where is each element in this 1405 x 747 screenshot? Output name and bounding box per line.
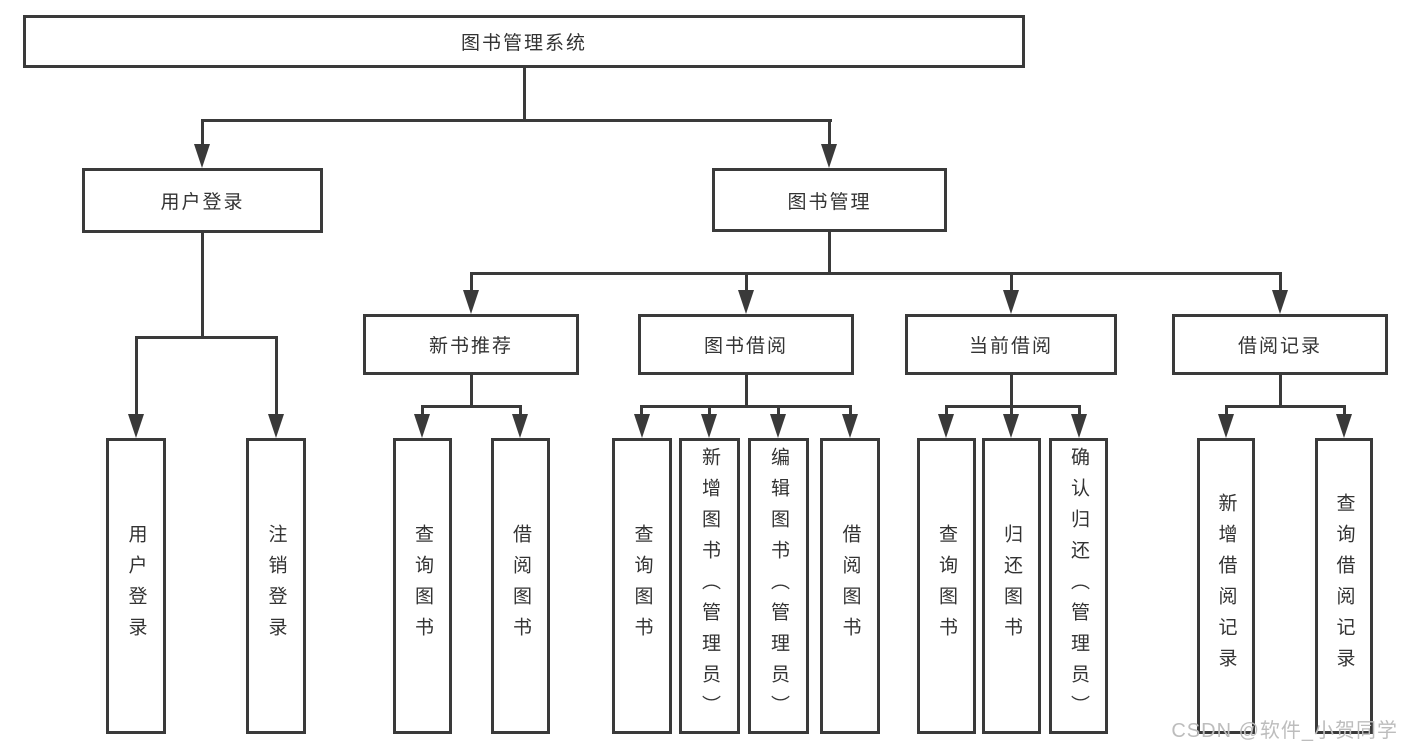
arrow-down-icon — [1071, 414, 1087, 438]
connector-line — [1078, 405, 1081, 418]
leaf-user-login: 用户登录 — [106, 438, 166, 734]
arrow-down-icon — [463, 290, 479, 314]
connector-line — [640, 405, 852, 408]
node-book-management: 图书管理 — [712, 168, 947, 232]
leaf-borrow-books-recommend: 借阅图书 — [491, 438, 550, 734]
connector-line — [519, 405, 522, 418]
node-user-login: 用户登录 — [82, 168, 323, 233]
connector-line — [945, 405, 1081, 408]
connector-line — [745, 272, 748, 292]
arrow-down-icon — [938, 414, 954, 438]
connector-line — [708, 405, 711, 418]
node-library-system: 图书管理系统 — [23, 15, 1025, 68]
node-book-borrowing: 图书借阅 — [638, 314, 854, 375]
arrow-down-icon — [414, 414, 430, 438]
arrow-down-icon — [634, 414, 650, 438]
connector-line — [201, 119, 204, 147]
leaf-return-books: 归还图书 — [982, 438, 1041, 734]
csdn-watermark: CSDN @软件_小贺同学 — [1171, 720, 1398, 742]
connector-line — [421, 405, 521, 408]
connector-line — [1010, 375, 1013, 408]
arrow-down-icon — [738, 290, 754, 314]
connector-line — [201, 233, 204, 339]
connector-line — [523, 68, 526, 122]
connector-line — [421, 405, 424, 418]
connector-line — [1010, 272, 1013, 292]
leaf-query-books-borrowing: 查询图书 — [612, 438, 672, 734]
connector-line — [1010, 405, 1013, 418]
leaf-confirm-return-admin: 确认归还（管理员） — [1049, 438, 1108, 734]
connector-line — [828, 232, 831, 275]
arrow-down-icon — [770, 414, 786, 438]
node-current-borrowing: 当前借阅 — [905, 314, 1117, 375]
leaf-add-borrow-record: 新增借阅记录 — [1197, 438, 1255, 734]
arrow-down-icon — [512, 414, 528, 438]
arrow-down-icon — [842, 414, 858, 438]
connector-line — [1343, 405, 1346, 418]
connector-line — [1225, 405, 1228, 418]
leaf-logout-login: 注销登录 — [246, 438, 306, 734]
connector-line — [1279, 375, 1282, 408]
connector-line — [201, 119, 832, 122]
arrow-down-icon — [1218, 414, 1234, 438]
node-borrowing-records: 借阅记录 — [1172, 314, 1388, 375]
connector-line — [745, 375, 748, 408]
connector-line — [640, 405, 643, 418]
arrow-down-icon — [268, 414, 284, 438]
connector-line — [470, 375, 473, 408]
connector-line — [1225, 405, 1345, 408]
leaf-edit-books-admin: 编辑图书（管理员） — [748, 438, 809, 734]
arrow-down-icon — [194, 144, 210, 168]
arrow-down-icon — [1003, 290, 1019, 314]
leaf-borrow-books-borrowing: 借阅图书 — [820, 438, 880, 734]
arrow-down-icon — [128, 414, 144, 438]
leaf-query-books-recommend: 查询图书 — [393, 438, 452, 734]
connector-line — [1279, 272, 1282, 292]
arrow-down-icon — [701, 414, 717, 438]
leaf-query-borrow-record: 查询借阅记录 — [1315, 438, 1373, 734]
connector-line — [777, 405, 780, 418]
node-new-book-recommend: 新书推荐 — [363, 314, 579, 375]
connector-line — [849, 405, 852, 418]
connector-line — [470, 272, 1282, 275]
connector-line — [470, 272, 473, 292]
connector-line — [945, 405, 948, 418]
connector-line — [135, 336, 138, 418]
leaf-add-books-admin: 新增图书（管理员） — [679, 438, 740, 734]
leaf-query-books-current: 查询图书 — [917, 438, 976, 734]
arrow-down-icon — [1336, 414, 1352, 438]
connector-line — [828, 119, 831, 147]
connector-line — [275, 336, 278, 418]
arrow-down-icon — [1272, 290, 1288, 314]
connector-line — [135, 336, 278, 339]
arrow-down-icon — [1003, 414, 1019, 438]
arrow-down-icon — [821, 144, 837, 168]
